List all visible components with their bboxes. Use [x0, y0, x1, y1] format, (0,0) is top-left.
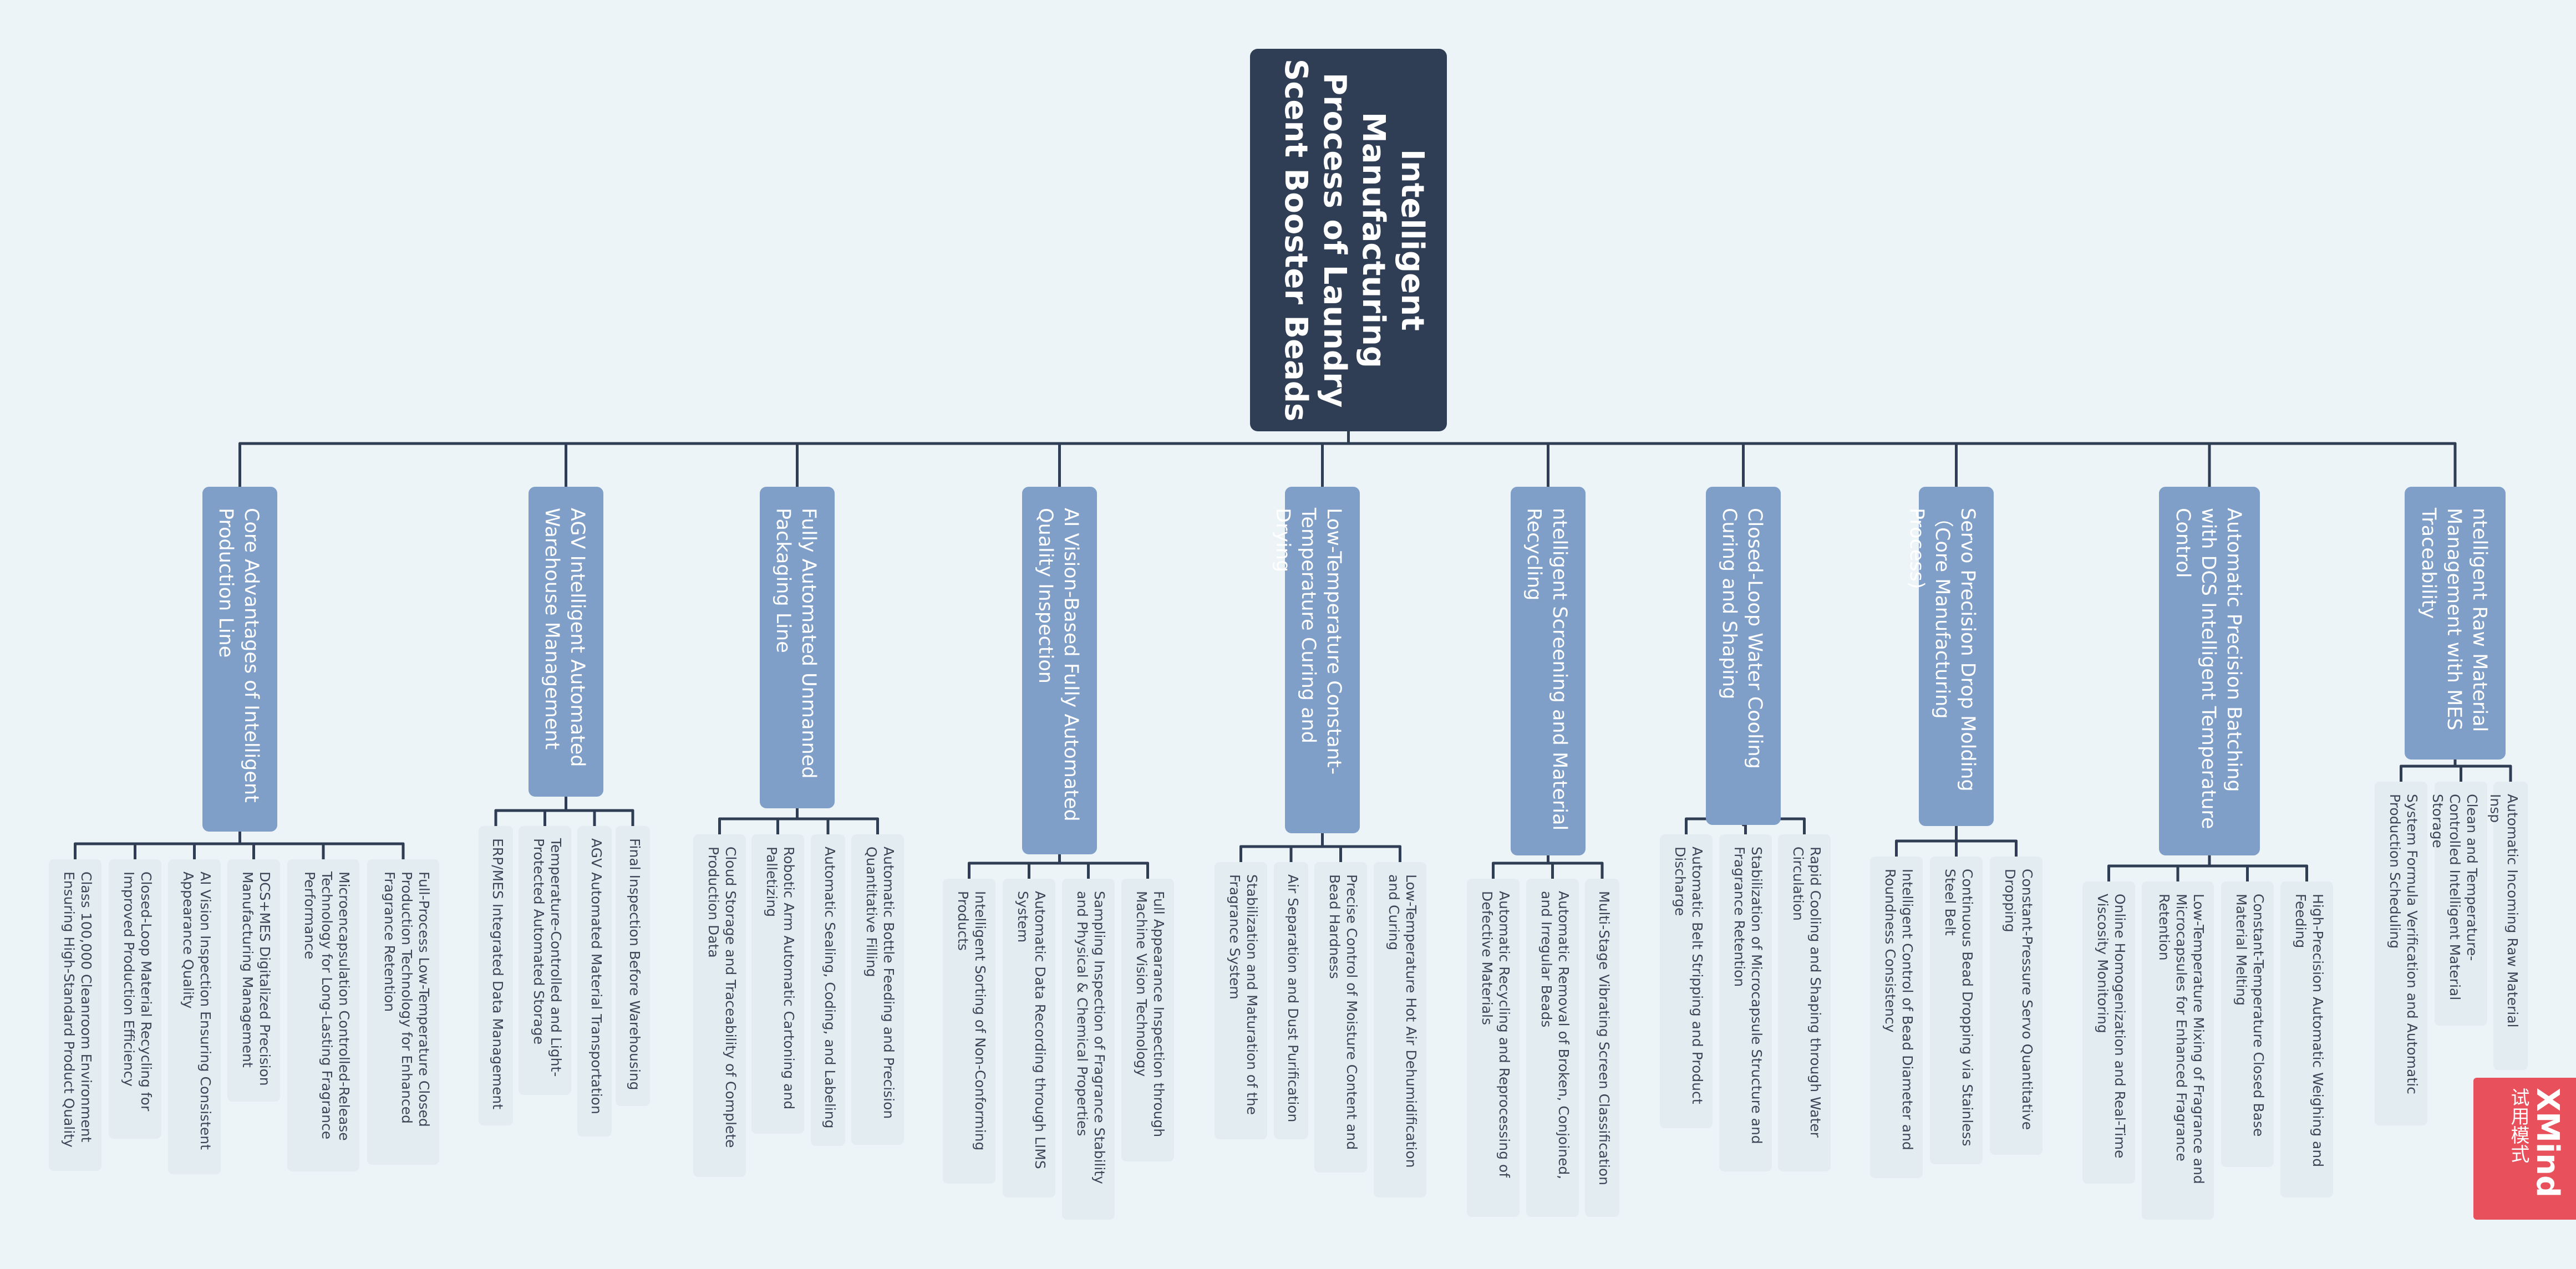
leaf-topic[interactable]: Constant-Pressure Servo Quantitative Dro…: [1990, 857, 2042, 1155]
leaf-topic[interactable]: Automatic Removal of Broken, Conjoined, …: [1526, 879, 1579, 1217]
leaf-topic[interactable]: AI Vision Inspection Ensuring Consistent…: [168, 859, 221, 1174]
leaf-topic[interactable]: Automatic Sealing, Coding, and Labeling: [811, 834, 845, 1146]
leaf-topic[interactable]: Robotic Arm Automatic Cartoning and Pall…: [751, 834, 804, 1134]
leaf-topic[interactable]: Temperature-Controlled and Light-Protect…: [519, 826, 571, 1095]
branch-raw-material-mes[interactable]: ntelligent Raw Material Management with …: [2405, 487, 2506, 760]
branch-packaging-line[interactable]: Fully Automated Unmanned Packaging Line: [760, 487, 835, 808]
leaf-topic[interactable]: Stabilization of Microcapsule Structure …: [1719, 834, 1772, 1171]
leaf-topic[interactable]: Precise Control of Moisture Content and …: [1314, 862, 1367, 1173]
leaf-topic[interactable]: Automatic Data Recording through LIMS Sy…: [1003, 879, 1055, 1197]
root-title-line: Manufacturing: [1355, 112, 1391, 368]
leaf-topic[interactable]: Low-Temperature Hot Air Dehumidification…: [1374, 862, 1426, 1197]
leaf-topic[interactable]: AGV Automated Material Transportation: [577, 826, 612, 1137]
leaf-topic[interactable]: Full Appearance Inspection through Machi…: [1121, 879, 1174, 1161]
leaf-topic[interactable]: Rapid Cooling and Shaping through Water …: [1778, 834, 1831, 1171]
leaf-topic[interactable]: Low-Temperature Mixing of Fragrance and …: [2142, 881, 2214, 1220]
leaf-topic[interactable]: Intelligent Sorting of Non-Conforming Pr…: [943, 879, 995, 1184]
root-title-line: Scent Booster Beads: [1278, 58, 1314, 422]
leaf-topic[interactable]: Final Inspection Before Warehousing: [616, 826, 650, 1106]
branch-screening-recycling[interactable]: ntelligent Screening and Material Recycl…: [1511, 487, 1586, 855]
leaf-topic[interactable]: Full-Process Low-Temperature Closed Prod…: [367, 859, 439, 1165]
leaf-topic[interactable]: High-Precision Automatic Weighing and Fe…: [2280, 881, 2333, 1197]
branch-core-advantages[interactable]: Core Advantages of Intelligent Productio…: [202, 487, 277, 832]
leaf-topic[interactable]: Air Separation and Dust Purification: [1274, 862, 1308, 1139]
leaf-topic[interactable]: Class 100,000 Cleanroom Environment Ensu…: [49, 859, 101, 1171]
xmind-watermark: XMind 试用模式: [2473, 1078, 2576, 1220]
branch-curing-drying[interactable]: Low-Temperature Constant-Temperature Cur…: [1272, 487, 1360, 833]
leaf-topic[interactable]: Cloud Storage and Traceability of Comple…: [693, 834, 746, 1177]
leaf-topic[interactable]: Automatic Belt Stripping and Product Dis…: [1660, 834, 1713, 1128]
leaf-topic[interactable]: Microencapsulation Controlled-Release Te…: [287, 859, 359, 1171]
leaf-topic[interactable]: Stabilization and Maturation of the Frag…: [1215, 862, 1267, 1139]
leaf-topic[interactable]: Multi-Stage Vibrating Screen Classificat…: [1585, 879, 1619, 1217]
xmind-logo-text: XMind: [2529, 1088, 2565, 1198]
leaf-topic[interactable]: Automatic Recycling and Reprocessing of …: [1467, 879, 1520, 1217]
root-title-line: Process of Laundry: [1317, 72, 1353, 408]
leaf-topic[interactable]: Intelligent Control of Bead Diameter and…: [1870, 857, 1923, 1178]
branch-precision-batching[interactable]: Automatic Precision Batching with DCS In…: [2159, 487, 2260, 855]
leaf-topic[interactable]: Closed-Loop Material Recycling for Impro…: [109, 859, 161, 1139]
root-topic[interactable]: Intelligent Manufacturing Process of Lau…: [1250, 49, 1447, 431]
trial-mode-label: 试用模式: [2507, 1088, 2529, 1163]
root-title-line: Intelligent: [1394, 149, 1430, 331]
branch-drop-molding[interactable]: Servo Precision Drop Molding（Core Manufa…: [1906, 487, 1994, 826]
leaf-topic[interactable]: Automatic Bottle Feeding and Precision Q…: [851, 834, 904, 1145]
leaf-topic[interactable]: DCS+MES Digitalized Precision Manufactur…: [227, 859, 280, 1102]
leaf-topic[interactable]: System Formula Verification and Automati…: [2375, 782, 2427, 1125]
branch-agv-warehouse[interactable]: AGV Intelligent Automated Warehouse Mana…: [529, 487, 603, 797]
leaf-topic[interactable]: Sampling Inspection of Fragrance Stabili…: [1062, 879, 1115, 1220]
leaf-topic[interactable]: Automatic Incoming Raw Material Insp: [2487, 782, 2528, 1070]
branch-water-cooling[interactable]: Closed-Loop Water Cooling Curing and Sha…: [1706, 487, 1781, 825]
leaf-topic[interactable]: ERP/MES Integrated Data Management: [479, 826, 513, 1125]
branch-ai-vision-inspection[interactable]: AI Vision-Based Fully Automated Quality …: [1022, 487, 1097, 854]
leaf-topic[interactable]: Online Homogenization and Real-Time Visc…: [2082, 881, 2135, 1184]
leaf-topic[interactable]: Continuous Bead Dropping via Stainless S…: [1930, 857, 1983, 1164]
leaf-topic[interactable]: Clean and Temperature-Controlled Intelli…: [2430, 782, 2487, 1026]
leaf-topic[interactable]: Constant-Temperature Closed Base Materia…: [2221, 881, 2274, 1167]
